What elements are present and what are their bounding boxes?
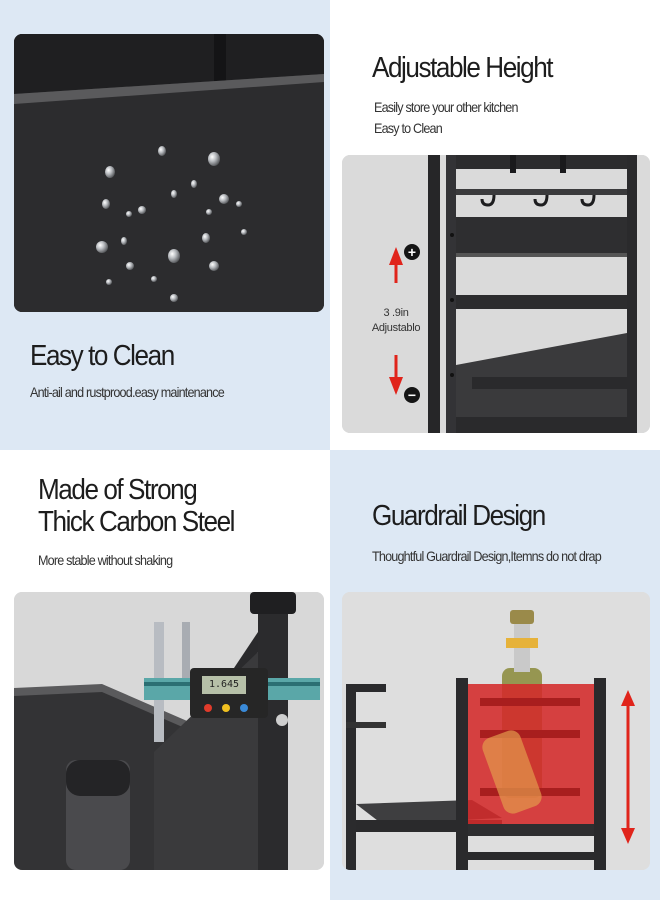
- guardrail-subtitle: Thoughtful Guardrail Design,Itemns do no…: [372, 548, 602, 564]
- guardrail-illustration: [342, 592, 650, 870]
- easy-clean-subtitle: Anti-ail and rustprood.easy maintenance: [30, 384, 225, 400]
- plus-icon: +: [407, 244, 417, 260]
- caliper-illustration: [14, 592, 324, 870]
- carbon-steel-subtitle: More stable without shaking: [38, 552, 173, 568]
- adjustable-height-title: Adjustable Height: [372, 52, 554, 84]
- shelf-water-drops-photo: [14, 34, 324, 312]
- guardrail-rack-photo: [342, 592, 650, 870]
- adjustable-rack-photo: + − 3 .9in Adjustablo: [342, 155, 650, 433]
- easy-clean-title: Easy to Clean: [30, 340, 175, 372]
- carbon-steel-title-line1: Made of Strong: [38, 474, 198, 506]
- adjustable-subtitle-line1: Easily store your other kitchen: [374, 99, 518, 115]
- guardrail-title: Guardrail Design: [372, 500, 546, 532]
- shelf-surface-illustration: [14, 34, 324, 312]
- carbon-steel-title-line2: Thick Carbon Steel: [38, 506, 235, 538]
- caliper-reading: 1.645: [208, 679, 240, 690]
- rack-frame-illustration: [342, 155, 650, 433]
- minus-icon: −: [407, 387, 417, 403]
- caliper-measurement-photo: 1.645: [14, 592, 324, 870]
- measurement-value: 3 .9in: [383, 307, 409, 319]
- measurement-label: Adjustablo: [371, 321, 421, 334]
- adjustable-subtitle-line2: Easy to Clean: [374, 120, 443, 136]
- adjustable-measurement: 3 .9in Adjustablo: [364, 306, 428, 336]
